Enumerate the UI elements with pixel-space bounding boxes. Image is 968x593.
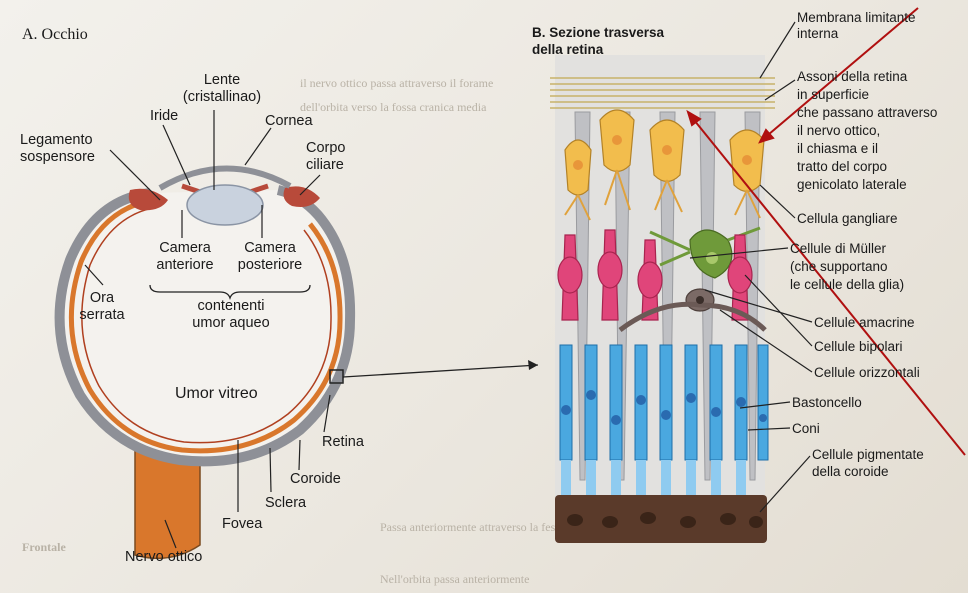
- label-umor-vitreo: Umor vitreo: [175, 385, 258, 402]
- label-corpo-ciliare: Corpo ciliare: [306, 140, 346, 174]
- label-pigmentate: Cellule pigmentate della coroide: [812, 446, 924, 480]
- ciliary-body-right: [284, 186, 320, 207]
- label-coroide: Coroide: [290, 471, 341, 488]
- panel-b-title: B. Sezione trasversa della retina: [532, 24, 664, 58]
- label-lente: Lente (cristallinao): [177, 72, 267, 106]
- label-coni: Coni: [792, 420, 820, 437]
- eye-diagram: [60, 110, 538, 558]
- label-iride: Iride: [150, 108, 178, 125]
- label-assoni: Assoni della retina in superficie che pa…: [797, 68, 937, 194]
- label-muller: Cellule di Müller (che supportano le cel…: [790, 240, 904, 294]
- label-gangliare: Cellula gangliare: [797, 210, 898, 227]
- label-retina: Retina: [322, 434, 364, 451]
- label-ora-serrata: Ora serrata: [72, 290, 132, 324]
- label-nervo-ottico: Nervo ottico: [125, 549, 202, 566]
- label-legamento: Legamento sospensore: [20, 132, 95, 166]
- label-camera-anteriore: Camera anteriore: [145, 240, 225, 274]
- label-sclera: Sclera: [265, 495, 306, 512]
- label-bastoncello: Bastoncello: [792, 394, 862, 411]
- label-bipolari: Cellule bipolari: [814, 338, 903, 355]
- label-camera-posteriore: Camera posteriore: [225, 240, 315, 274]
- label-contenenti: contenenti umor aqueo: [186, 298, 276, 332]
- label-orizzontali: Cellule orizzontali: [814, 364, 920, 381]
- label-cornea: Cornea: [265, 113, 313, 130]
- lens-shape: [187, 185, 263, 225]
- label-membrana: Membrana limitante interna: [797, 10, 916, 42]
- label-fovea: Fovea: [222, 516, 262, 533]
- label-amacrine: Cellule amacrine: [814, 314, 915, 331]
- panel-a-title: A. Occhio: [22, 26, 88, 43]
